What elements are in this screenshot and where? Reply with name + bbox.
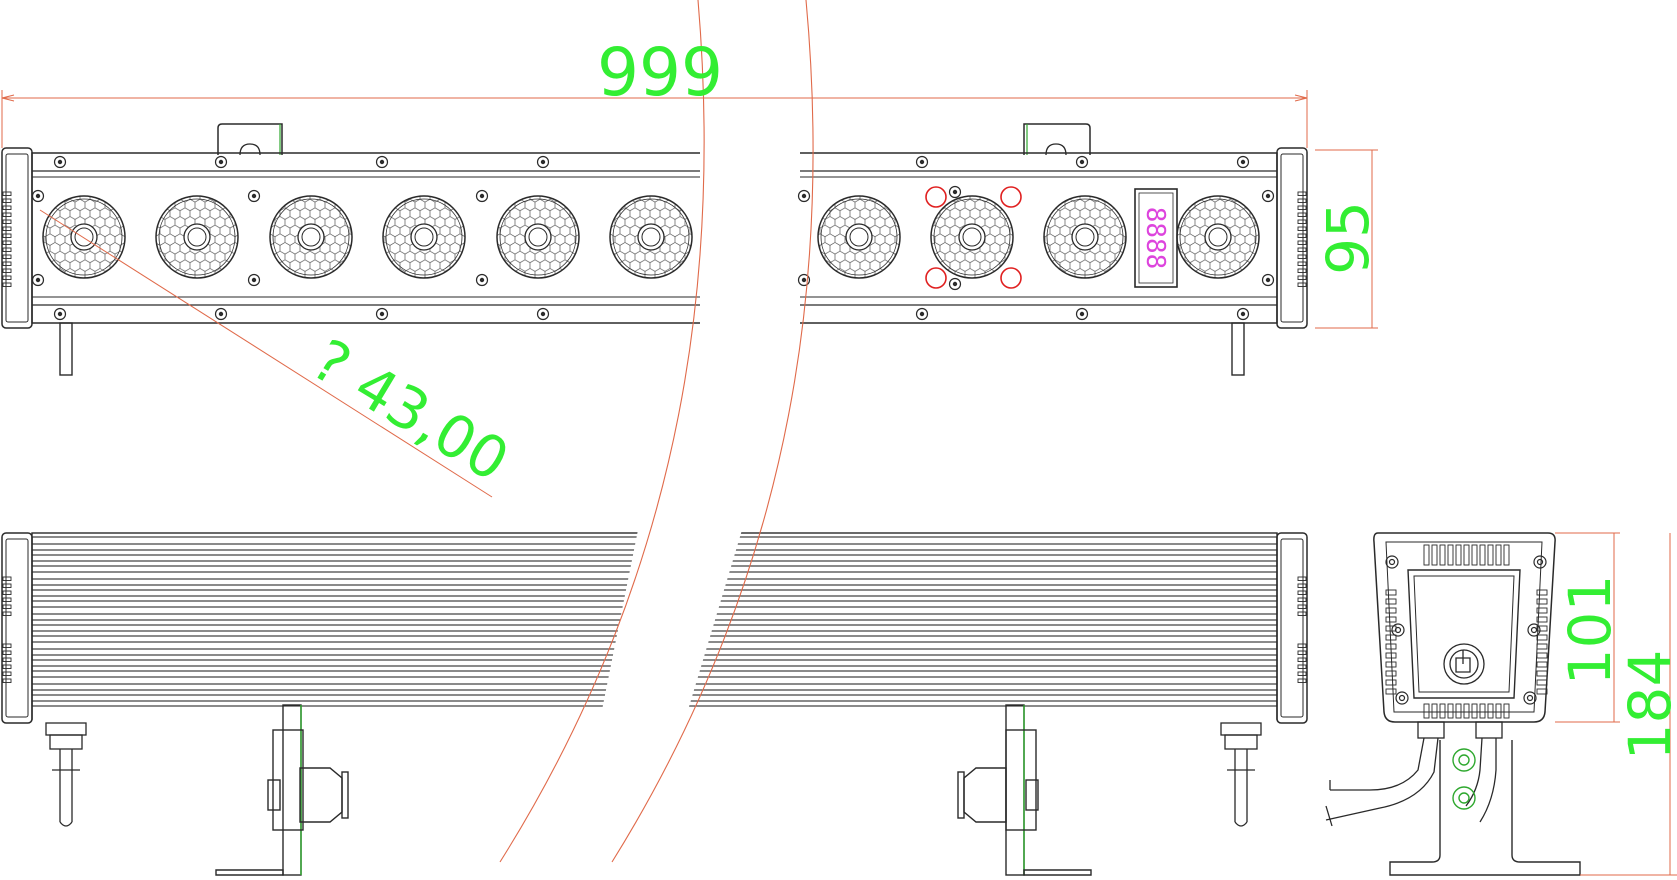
dimension-lens-diameter-label: ? 43,00 bbox=[301, 326, 521, 495]
screw-icon bbox=[247, 273, 261, 287]
honeycomb-lens-icon bbox=[155, 195, 239, 279]
break-curves bbox=[499, 0, 814, 863]
dimension-depth-side-label: 101 bbox=[1556, 575, 1624, 686]
screw-icon bbox=[797, 273, 811, 287]
honeycomb-lens-icon bbox=[609, 195, 693, 279]
screw-icon bbox=[536, 155, 550, 169]
screw-icon bbox=[797, 189, 811, 203]
honeycomb-lens-icon bbox=[930, 195, 1014, 279]
honeycomb-lens-icon bbox=[269, 195, 353, 279]
screw-icon bbox=[53, 307, 67, 321]
screw-icon bbox=[214, 155, 228, 169]
side-bracket-right bbox=[957, 704, 1092, 876]
honeycomb-lens-icon bbox=[42, 195, 126, 279]
screw-icon bbox=[475, 189, 489, 203]
top-bracket-left bbox=[217, 123, 283, 155]
front-end-cap-left bbox=[1, 147, 33, 329]
dimension-lines bbox=[1, 90, 1677, 876]
end-stand bbox=[1389, 740, 1581, 876]
display-digits: 8888 bbox=[1140, 207, 1170, 270]
dimension-height-front-label: 95 bbox=[1314, 201, 1382, 275]
screw-icon bbox=[1075, 307, 1089, 321]
honeycomb-lens-icon bbox=[1043, 195, 1127, 279]
side-end-cap-right bbox=[1276, 532, 1308, 724]
end-cable-glands bbox=[1325, 721, 1503, 827]
screw-icon bbox=[1261, 273, 1275, 287]
top-bracket-left-hole bbox=[239, 143, 261, 156]
honeycomb-lens-icon bbox=[817, 195, 901, 279]
side-view bbox=[1, 532, 1308, 876]
end-housing bbox=[1373, 532, 1556, 723]
side-end-cap-left bbox=[1, 532, 33, 724]
screw-icon bbox=[948, 185, 962, 199]
screw-icon bbox=[948, 277, 962, 291]
screw-icon bbox=[475, 273, 489, 287]
highlight-rings bbox=[925, 186, 1022, 289]
end-inner-panel bbox=[1407, 569, 1521, 699]
front-end-cap-right bbox=[1276, 147, 1308, 329]
honeycomb-lens-icon bbox=[496, 195, 580, 279]
cable-gland-icon-right bbox=[1220, 722, 1262, 827]
top-bracket-right-hole bbox=[1045, 143, 1067, 156]
screw-icon bbox=[1075, 155, 1089, 169]
connector-icon bbox=[1443, 643, 1485, 685]
screw-icon bbox=[915, 307, 929, 321]
screw-icon bbox=[53, 155, 67, 169]
screw-icon bbox=[1236, 307, 1250, 321]
screw-icon bbox=[214, 307, 228, 321]
front-view: 8888 bbox=[1, 123, 1308, 376]
green-marks bbox=[1452, 748, 1476, 810]
honeycomb-lens-icon bbox=[1176, 195, 1260, 279]
screw-icon bbox=[31, 189, 45, 203]
side-bracket-left bbox=[215, 704, 349, 876]
front-leg-right bbox=[1231, 322, 1245, 376]
front-leg-left bbox=[59, 322, 73, 376]
screw-icon bbox=[375, 155, 389, 169]
screw-icon bbox=[31, 273, 45, 287]
honeycomb-lens-icon bbox=[382, 195, 466, 279]
screw-icon bbox=[1261, 189, 1275, 203]
top-bracket-right bbox=[1023, 123, 1091, 155]
screw-icon bbox=[1236, 155, 1250, 169]
screw-icon bbox=[247, 189, 261, 203]
screw-icon bbox=[915, 155, 929, 169]
dimension-height-total-label: 184 bbox=[1616, 650, 1677, 761]
end-screws bbox=[1385, 555, 1547, 705]
screw-icon bbox=[536, 307, 550, 321]
screw-icon bbox=[375, 307, 389, 321]
cable-gland-icon-left bbox=[45, 722, 87, 827]
end-view bbox=[1325, 532, 1581, 876]
led-display-icon: 8888 bbox=[1134, 188, 1178, 288]
dimension-length-label: 999 bbox=[597, 34, 723, 111]
